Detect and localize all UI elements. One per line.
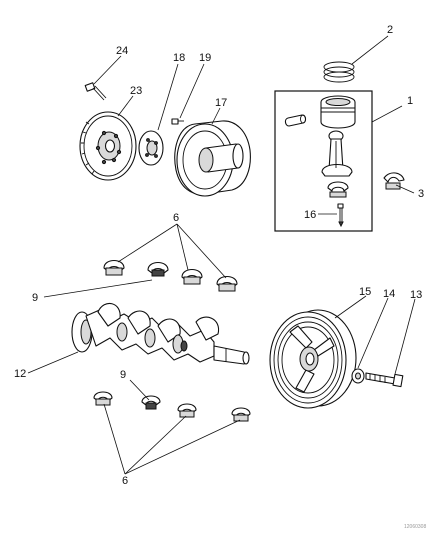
callout-3: 3	[418, 188, 424, 200]
connecting-rod-icon[interactable]	[321, 130, 353, 177]
callout-13: 13	[410, 289, 422, 301]
callout-1: 1	[407, 95, 413, 107]
callout-9-bottom: 9	[120, 369, 126, 381]
callout-15: 15	[359, 286, 371, 298]
callout-17: 17	[215, 97, 227, 109]
leader-lines	[27, 35, 416, 475]
callout-16: 16	[304, 209, 316, 221]
bolt-icon[interactable]	[171, 118, 184, 125]
callout-24: 24	[116, 45, 128, 57]
callout-6-top: 6	[173, 212, 179, 224]
callout-2: 2	[387, 24, 393, 36]
piston-ring-icon[interactable]	[323, 61, 355, 83]
figure-code: 12060308	[404, 524, 426, 530]
bearing-shell-icon[interactable]	[383, 172, 405, 190]
damper-pulley-icon[interactable]	[269, 309, 357, 409]
piston-pin-icon[interactable]	[284, 114, 307, 127]
flywheel-icon[interactable]	[138, 130, 164, 166]
crankshaft-icon[interactable]	[71, 302, 250, 365]
main-bearing-set-bottom[interactable]	[93, 391, 251, 422]
callout-6-bottom: 6	[122, 475, 128, 487]
bearing-shell-icon[interactable]	[327, 181, 349, 198]
bolt-icon[interactable]	[84, 82, 107, 101]
callout-19: 19	[199, 52, 211, 64]
washer-icon[interactable]	[351, 368, 365, 384]
main-bearing-set-top[interactable]	[103, 259, 238, 292]
callout-9-top: 9	[32, 292, 38, 304]
callout-18: 18	[173, 52, 185, 64]
piston-assembly-frame	[274, 90, 373, 232]
torque-converter-icon[interactable]	[174, 120, 251, 197]
callout-14: 14	[383, 288, 395, 300]
bolt-icon[interactable]	[365, 372, 404, 388]
callout-12: 12	[14, 368, 26, 380]
piston-icon[interactable]	[320, 95, 356, 129]
bolt-icon[interactable]	[337, 203, 344, 228]
callout-23: 23	[130, 85, 142, 97]
flexplate-icon[interactable]	[79, 111, 137, 181]
